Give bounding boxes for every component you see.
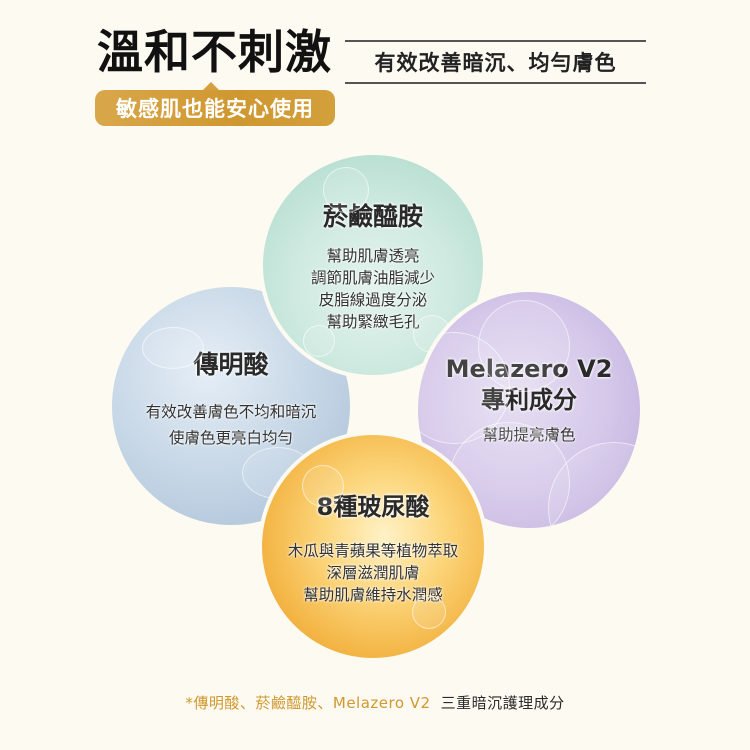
sensitive-skin-badge: 敏感肌也能安心使用	[95, 82, 335, 126]
footnote-label: 三重暗沉護理成分	[440, 694, 565, 712]
description-line: 調節肌膚油脂減少	[310, 269, 435, 287]
molecule-bubble-decoration	[323, 167, 369, 213]
ingredient-description: 幫助肌膚透亮 調節肌膚油脂減少 皮脂線過度分泌 幫助緊緻毛孔	[311, 245, 435, 333]
page-title: 溫和不刺激	[97, 25, 332, 79]
ingredient-circle-melazero: Melazero V2 專利成分 幫助提亮膚色	[414, 288, 644, 532]
ingredient-name: 傳明酸	[193, 350, 269, 379]
water-ripple-decoration	[142, 327, 204, 369]
description-line: 有效改善膚色不均和暗沉	[145, 403, 317, 421]
description-line: 深層滋潤肌膚	[326, 564, 420, 582]
description-line: 使膚色更亮白均勻	[168, 429, 293, 447]
description-line: 木瓜與青蘋果等植物萃取	[287, 542, 459, 560]
description-line: 幫助肌膚維持水潤感	[303, 586, 443, 604]
description-line: 幫助肌膚透亮	[326, 247, 420, 265]
ingredient-circle-hyaluronic-acid: 8種玻尿酸 木瓜與青蘋果等植物萃取 深層滋潤肌膚 幫助肌膚維持水潤感	[258, 431, 488, 662]
footnote: *傳明酸、菸鹼醯胺、Melazero V2 三重暗沉護理成分	[0, 692, 750, 713]
ingredient-description: 木瓜與青蘋果等植物萃取 深層滋潤肌膚 幫助肌膚維持水潤感	[288, 540, 459, 606]
oil-droplet-decoration	[412, 595, 446, 629]
ingredient-circle-niacinamide: 菸鹼醯胺 幫助肌膚透亮 調節肌膚油脂減少 皮脂線過度分泌 幫助緊緻毛孔	[259, 151, 487, 379]
description-line: 皮脂線過度分泌	[318, 291, 428, 309]
oil-droplet-decoration	[302, 465, 344, 507]
description-line: 幫助緊緻毛孔	[326, 313, 420, 331]
ingredient-description: 有效改善膚色不均和暗沉 使膚色更亮白均勻	[146, 399, 317, 451]
molecule-bubble-decoration	[303, 325, 335, 357]
subheading: 有效改善暗沉、均勻膚色	[345, 40, 646, 84]
footnote-ingredients: *傳明酸、菸鹼醯胺、Melazero V2	[185, 694, 431, 712]
